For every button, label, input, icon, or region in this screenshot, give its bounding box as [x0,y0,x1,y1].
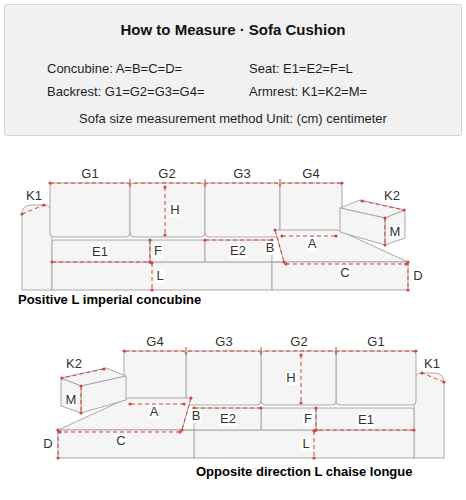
dimension-label: G4 [145,335,164,349]
dimension-label: E2 [219,412,237,426]
dimension-label: A [307,237,318,251]
dimension-label: A [149,405,160,419]
dimension-label: G1 [80,167,99,181]
dimension-label: H [285,371,296,385]
dimension-label: K1 [423,357,441,371]
dimension-label: E2 [229,244,247,258]
dimension-label: G2 [289,335,308,349]
dimension-label: F [153,244,163,258]
dimension-label: E1 [357,413,375,427]
dimension-label: D [42,437,53,451]
dimension-label: G4 [301,167,320,181]
dimension-label: B [265,241,276,255]
dimension-label: K1 [25,189,43,203]
caption: Opposite direction L chaise longue [196,464,412,479]
panel-text: Backrest: G1=G2=G3=G4= [47,84,205,99]
dimension-label: L [301,437,310,451]
dimension-label: G2 [157,167,176,181]
dimension-label: K2 [65,357,83,371]
dimension-label: G3 [214,335,233,349]
dimension-label: C [115,434,126,448]
dimension-label: C [339,266,350,280]
panel-text: Sofa size measurement method Unit: (cm) … [79,111,387,126]
caption: Positive L imperial concubine [18,292,201,307]
dimension-label: H [169,203,180,217]
info-panel: How to Measure · Sofa CushionConcubine: … [4,4,462,136]
panel-text: Armrest: K1=K2=M= [249,84,367,99]
sofa-drawing-mirrored [58,347,444,458]
dimension-label: L [155,269,164,283]
dimension-label: F [303,412,313,426]
panel-text: Concubine: A=B=C=D= [47,61,182,76]
dimension-label: K2 [383,189,401,203]
dimension-label: E1 [91,245,109,259]
dimension-label: M [389,225,402,239]
sofa-drawing [22,179,408,290]
panel-title: How to Measure · Sofa Cushion [120,21,345,38]
dimension-label: M [65,393,78,407]
dimension-label: B [191,409,202,423]
panel-text: Seat: E1=E2=F=L [249,61,353,76]
dimension-label: G1 [366,335,385,349]
dimension-label: G3 [232,167,251,181]
dimension-label: D [412,269,423,283]
